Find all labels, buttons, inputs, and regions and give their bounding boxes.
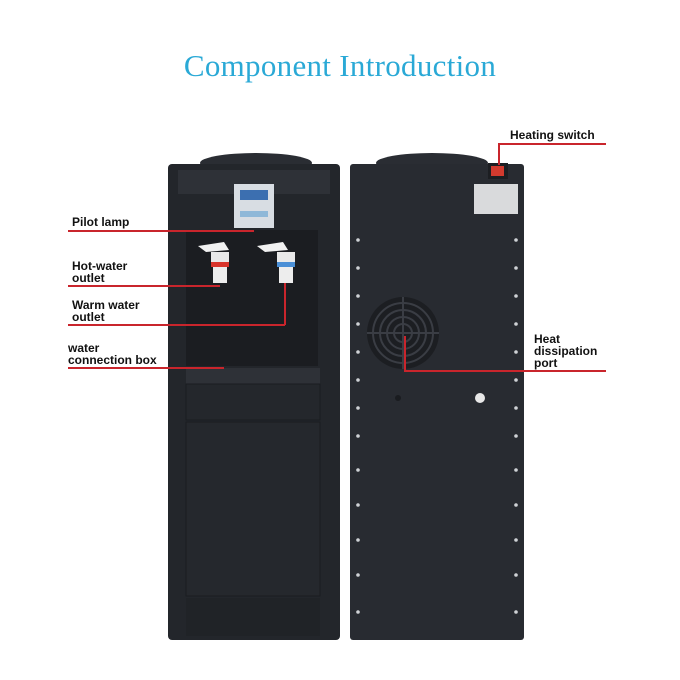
heating-switch-line-drop	[498, 143, 500, 165]
water-connection-box-label: water connection box	[68, 342, 157, 366]
heating-switch	[491, 166, 504, 176]
warm-water-tap	[257, 242, 295, 283]
pilot-lamp-line	[68, 230, 254, 232]
heating-switch-label: Heating switch	[510, 129, 595, 141]
panel-screws	[356, 238, 518, 614]
dispensing-recess	[186, 230, 318, 366]
water-connection-box	[185, 383, 321, 421]
rating-plate	[474, 184, 518, 214]
back-port-hole	[475, 393, 485, 403]
warm-water-outlet-text-line-1: Warm water	[72, 298, 140, 312]
back-panel	[350, 164, 524, 640]
pilot-lamp-label: Pilot lamp	[72, 216, 129, 228]
warm-water-outlet-label: Warm water outlet	[72, 299, 140, 323]
heat-dissipation-port-label: Heat dissipation port	[534, 333, 597, 369]
brand-logo	[240, 190, 268, 200]
heating-switch-line	[498, 143, 606, 145]
warm-water-outlet-text-line-2: outlet	[72, 310, 105, 324]
heat-dissipation-port-text-line-3: port	[534, 356, 558, 370]
storage-cabinet-door	[185, 421, 321, 597]
warm-water-outlet-line-rise	[284, 283, 286, 325]
water-connection-box-line	[68, 367, 224, 369]
front-dispenser	[168, 153, 340, 640]
pilot-lamp-text: Pilot lamp	[72, 215, 130, 229]
hot-water-tap	[198, 242, 229, 283]
hot-water-outlet-line	[68, 285, 220, 287]
heating-switch-text: Heating switch	[510, 128, 595, 142]
heat-dissipation-port-line-rise	[404, 336, 406, 371]
back-dispenser	[350, 153, 524, 640]
back-screw-hole	[395, 395, 401, 401]
drip-tray	[186, 368, 320, 384]
hot-water-outlet-text-line-2: outlet	[72, 271, 105, 285]
page-title: Component Introduction	[183, 48, 497, 83]
heat-dissipation-port-text-line-2: dissipation	[534, 344, 598, 358]
hot-water-outlet-text-line-1: Hot-water	[72, 259, 128, 273]
pilot-lamp	[240, 211, 268, 217]
water-connection-box-text-line-1: water	[68, 341, 100, 355]
warm-water-outlet-line	[68, 324, 285, 326]
hot-water-outlet-label: Hot-water outlet	[72, 260, 127, 284]
fan-grille	[367, 297, 439, 369]
water-connection-box-text-line-2: connection box	[68, 353, 157, 367]
heat-dissipation-port-line	[404, 370, 606, 372]
heat-dissipation-port-text-line-1: Heat	[534, 332, 561, 346]
front-base	[186, 598, 320, 636]
